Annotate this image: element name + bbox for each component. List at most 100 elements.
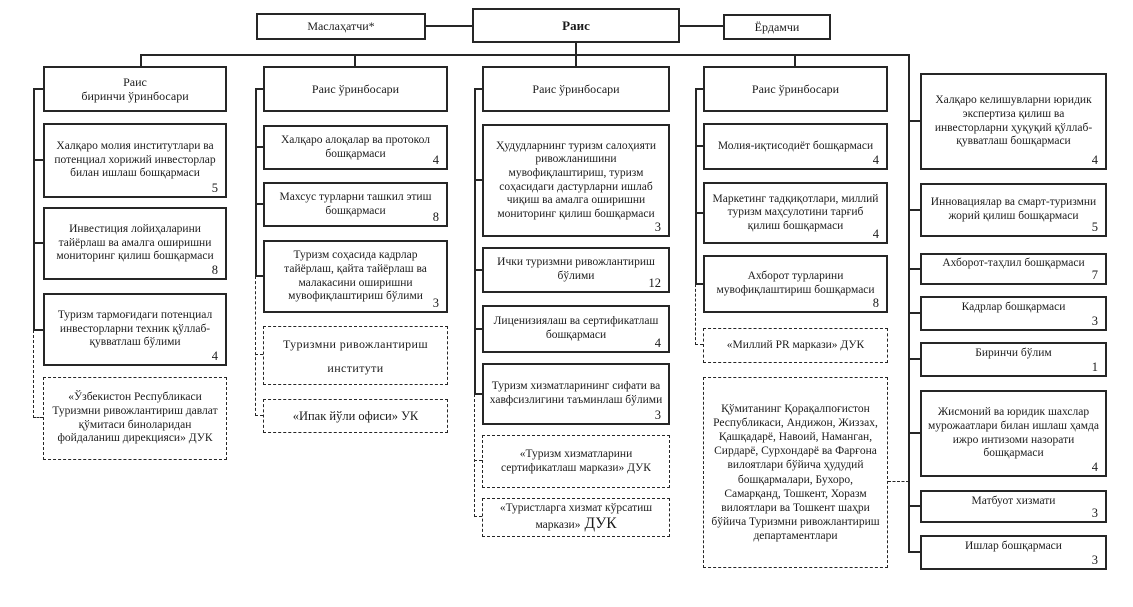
connector [908,551,920,553]
staff-count: 4 [872,153,879,168]
staff-count: 3 [654,220,661,235]
connector-dashed [695,284,696,345]
col1-header-label: Раис биринчи ўринбосари [81,74,189,103]
col4-header: Раис ўринбосари [703,66,888,112]
connector-dashed [33,330,34,418]
col3-box3-label: Лиценизиялаш ва сертификатлаш бошқармаси [493,315,659,341]
col5-box6-label: Жисмоний ва юридик шахслар мурожаатлари … [927,406,1099,460]
col3-box4-label: Туризм хизматларининг сифати ва хавфсизл… [489,380,663,406]
connector [33,329,43,331]
col2-dashed2-label: «Ипак йўли офиси» УК [292,408,419,423]
col3-dashed1-label: «Туризм хизматларини сертификатлаш марка… [501,447,651,474]
staff-count: 4 [654,336,661,351]
col1-box3-label: Туризм тармоғидаги потенциал инвесторлар… [57,309,213,349]
advisor-label: Маслаҳатчи* [307,19,375,34]
col4-box2-label: Маркетинг тадқиқотлари, миллий туризм ма… [712,192,879,232]
col4-box1-label: Молия-иқтисодиёт бошқармаси [717,139,874,152]
col1-dashed1: «Ўзбекистон Республикаси Туризмни ривожл… [43,377,227,460]
col5-box1-label: Халқаро келишувларни юридик экспертиза қ… [934,94,1093,148]
connector-dashed [33,417,43,418]
col3-box4: Туризм хизматларининг сифати ва хавфсизл… [482,363,670,425]
connector [33,159,43,161]
connector-dashed [255,354,263,355]
connector [680,25,723,27]
staff-count: 3 [1091,553,1098,568]
col4-box3-label: Ахборот турларини мувофиқлаштириш бошқар… [716,270,875,296]
connector-dashed [695,344,703,345]
col2-box1: Халқаро алоқалар ва протокол бошқармаси … [263,125,448,170]
connector [695,88,703,90]
connector-col5-spine [908,54,910,552]
assistant-box: Ёрдамчи [723,14,831,40]
col5-box2-label: Инновациялар ва смарт-туризмни жорий қил… [930,196,1097,222]
connector-dashed [474,516,482,517]
connector [695,212,703,214]
duk-suffix: ДУК [584,515,617,533]
advisor-box: Маслаҳатчи* [256,13,426,40]
connector-dashed [255,276,256,416]
assistant-label: Ёрдамчи [754,19,800,34]
col1-dashed1-label: «Ўзбекистон Республикаси Туризмни ривожл… [52,391,218,445]
connector-dashed [888,481,909,482]
connector [474,179,482,181]
connector-dashed [255,415,263,416]
col2-box3: Туризм соҳасида кадрлар тайёрлаш, қайта … [263,240,448,313]
col5-box7: Матбуот хизмати 3 [920,490,1107,523]
connector [33,88,35,330]
col3-box2-label: Ички туризмни ривожлантириш бўлими [497,256,655,282]
chairman-label: Раис [562,17,590,33]
staff-count: 4 [432,153,439,168]
connector [255,88,263,90]
staff-count: 12 [648,276,662,291]
col3-dashed2: «Туристларга хизмат кўрсатиш маркази»ДУК [482,498,670,537]
col2-dashed2: «Ипак йўли офиси» УК [263,399,448,433]
col2-header-label: Раис ўринбосари [311,81,400,96]
col1-box1: Халқаро молия институтлари ва потенциал … [43,123,227,198]
col4-box2: Маркетинг тадқиқотлари, миллий туризм ма… [703,182,888,244]
connector [474,269,482,271]
connector [695,283,703,285]
connector [255,146,263,148]
col4-box3: Ахборот турларини мувофиқлаштириш бошқар… [703,255,888,313]
col5-box8: Ишлар бошқармаси 3 [920,535,1107,570]
staff-count: 4 [1091,460,1098,475]
col4-box1: Молия-иқтисодиёт бошқармаси 4 [703,123,888,170]
col5-box5: Биринчи бўлим 1 [920,342,1107,377]
staff-count: 4 [1091,153,1098,168]
connector [908,120,920,122]
col3-header-label: Раис ўринбосари [532,81,620,96]
col5-box3-label: Ахборот-таҳлил бошқармаси [942,257,1085,270]
col1-box3: Туризм тармоғидаги потенциал инвесторлар… [43,293,227,366]
staff-count: 8 [211,263,218,278]
connector-bus [140,54,910,56]
col5-box3: Ахборот-таҳлил бошқармаси 7 [920,253,1107,285]
connector [474,393,482,395]
col2-dashed1-label: Туризмни ривожлантириш институти [282,336,429,375]
connector [908,505,920,507]
col1-header: Раис биринчи ўринбосари [43,66,227,112]
connector [255,203,263,205]
col5-box2: Инновациялар ва смарт-туризмни жорий қил… [920,183,1107,237]
staff-count: 8 [432,210,439,225]
chairman-box: Раис [472,8,680,43]
col5-box7-label: Матбуот хизмати [971,494,1056,507]
staff-count: 3 [1091,314,1098,329]
col2-box2-label: Махсус турларни ташкил этиш бошқармаси [279,190,432,217]
staff-count: 3 [1091,506,1098,521]
col5-box8-label: Ишлар бошқармаси [965,539,1062,552]
col2-box1-label: Халқаро алоқалар ва протокол бошқармаси [281,133,430,160]
staff-count: 4 [872,227,879,242]
connector [908,432,920,434]
connector [474,328,482,330]
connector [354,54,356,66]
col4-dashed1-label: «Миллий PR маркази» ДУК [726,338,865,351]
col1-box1-label: Халқаро молия институтлари ва потенциал … [54,140,216,180]
staff-count: 7 [1091,268,1098,283]
connector [255,88,257,276]
col5-box4: Кадрлар бошқармаси 3 [920,296,1107,331]
col3-dashed1: «Туризм хизматларини сертификатлаш марка… [482,435,670,488]
connector-dashed [474,394,475,517]
col5-box5-label: Биринчи бўлим [975,346,1052,359]
col4-dashed2: Қўмитанинг Қорақалпоғистон Республикаси,… [703,377,888,568]
